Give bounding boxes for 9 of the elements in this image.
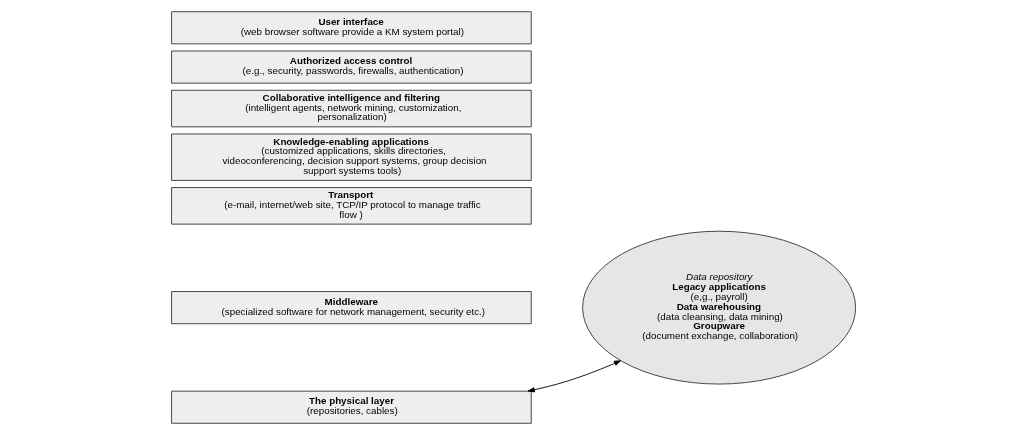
node-box: Transport (e-mail, internet/web site, TCP/IP protocol to manage traffic flow ) [171, 187, 532, 225]
node-box: The physical layer (repositories, cables) [171, 390, 532, 424]
node-box: Authorized access control (e.g., security, passwords, firewalls, authentication) [171, 50, 532, 84]
node-box: User interface (web browser software provide a KM system portal) [171, 11, 532, 45]
node-ellipse: Data repository Legacy applications (e,g., payroll) Data warehousing (data cleansing, data mining) Groupware (document exchange, collaboration) [582, 230, 857, 385]
node-box: Middleware (specialized software for network management, security etc.) [171, 291, 532, 325]
arrow [527, 360, 622, 393]
node-box: Collaborative intelligence and filtering (intelligent agents, network mining, customization, personalization) [171, 89, 532, 128]
node-box: Knowledge-enabling applications (customized applications, skills directories, videoconferencing, decision support systems, group decision support systems tools) [171, 133, 532, 181]
